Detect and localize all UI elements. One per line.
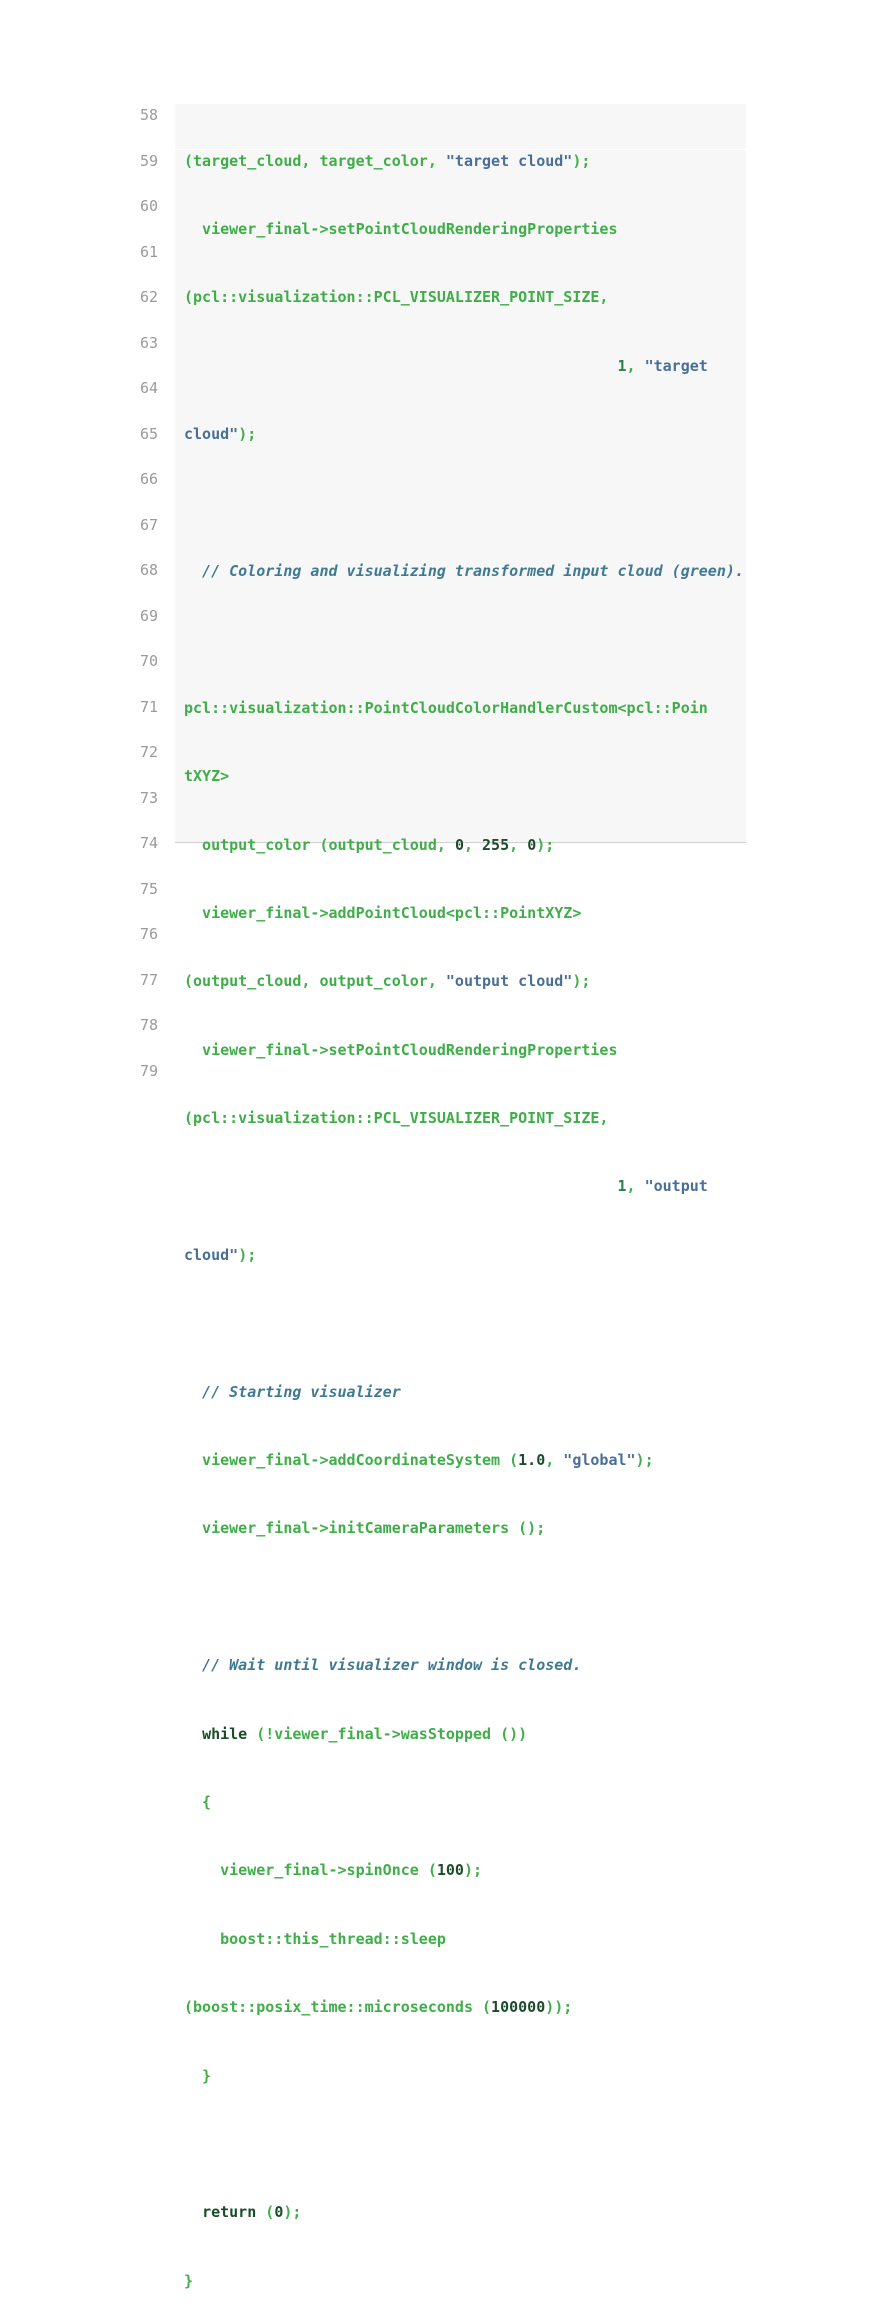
code-block — [175, 104, 746, 843]
line-number: 73 — [139, 789, 158, 807]
code-line — [184, 628, 744, 651]
code-line: 1, "target — [617, 356, 708, 375]
code-line — [184, 1586, 744, 1609]
code-comment: // Coloring and visualizing transformed … — [184, 561, 744, 580]
code-line: cloud"); — [184, 1245, 257, 1264]
code-line: } — [184, 2066, 212, 2085]
line-number: 78 — [139, 1016, 158, 1034]
code-comment: // Wait until visualizer window is close… — [184, 1656, 582, 1675]
line-number: 65 — [139, 425, 158, 443]
line-number: 71 — [139, 698, 158, 716]
code-line — [184, 492, 744, 515]
code-line: (boost::posix_time::microseconds (100000… — [184, 1998, 573, 2017]
line-number: 75 — [139, 880, 158, 898]
line-number: 59 — [139, 152, 158, 170]
code-line: tXYZ> — [184, 767, 230, 786]
line-number: 64 — [139, 379, 158, 397]
line-number: 66 — [139, 470, 158, 488]
code-divider — [175, 149, 746, 150]
line-number: 62 — [139, 288, 158, 306]
code-line: while (!viewer_final->wasStopped ()) — [202, 1724, 528, 1743]
code-line: boost::this_thread::sleep — [184, 1929, 446, 1948]
line-number: 61 — [139, 243, 158, 261]
code-line — [184, 1312, 744, 1335]
code-line: pcl::visualization::PointCloudColorHandl… — [184, 698, 708, 717]
line-number: 60 — [139, 197, 158, 215]
line-number: 58 — [139, 106, 158, 124]
code-line: viewer_final->setPointCloudRenderingProp… — [184, 219, 618, 238]
line-number: 63 — [139, 334, 158, 352]
code-line: (target_cloud, target_color, "target clo… — [184, 151, 591, 170]
code-line: viewer_final->setPointCloudRenderingProp… — [184, 1040, 618, 1059]
code-line: (pcl::visualization::PCL_VISUALIZER_POIN… — [184, 288, 609, 307]
code-line: viewer_final->spinOnce (100); — [184, 1861, 483, 1880]
line-number: 69 — [139, 607, 158, 625]
code-line: } — [184, 2271, 194, 2290]
line-number: 76 — [139, 925, 158, 943]
line-number: 74 — [139, 834, 158, 852]
code-line: viewer_final->initCameraParameters (); — [184, 1519, 546, 1538]
line-number: 77 — [139, 971, 158, 989]
line-number: 70 — [139, 652, 158, 670]
code-line: 1, "output — [617, 1177, 708, 1196]
code-line: (pcl::visualization::PCL_VISUALIZER_POIN… — [184, 1109, 609, 1128]
code-comment: // Starting visualizer — [184, 1382, 401, 1401]
code-line: output_color (output_cloud, 0, 255, 0); — [184, 835, 555, 854]
code-line: cloud"); — [184, 425, 257, 444]
code-line: viewer_final->addPointCloud<pcl::PointXY… — [184, 903, 582, 922]
line-number: 79 — [139, 1062, 158, 1080]
code-line: viewer_final->addCoordinateSystem (1.0, … — [184, 1451, 654, 1470]
code-listing: (target_cloud, target_color, "target clo… — [184, 104, 744, 2315]
code-line: return (0); — [202, 2203, 302, 2222]
code-line: (output_cloud, output_color, "output clo… — [184, 972, 591, 991]
code-line: { — [184, 1792, 212, 1811]
line-number: 72 — [139, 743, 158, 761]
line-number: 68 — [139, 561, 158, 579]
code-line — [184, 2133, 744, 2156]
line-number: 67 — [139, 516, 158, 534]
